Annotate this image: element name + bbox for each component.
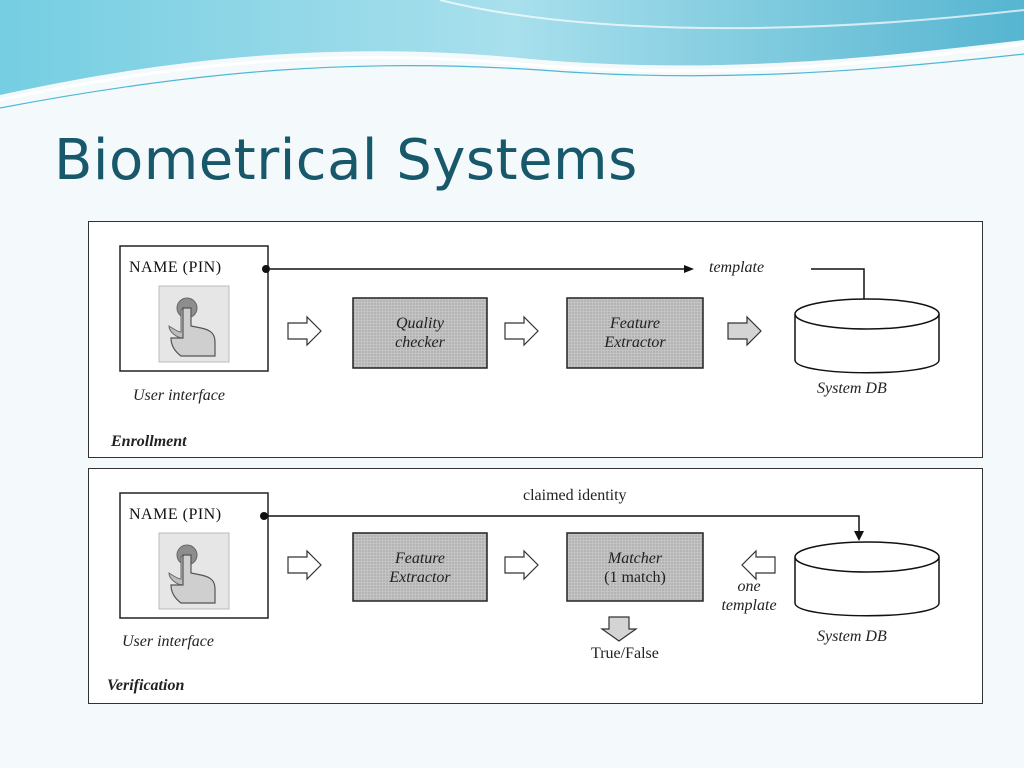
name-pin-label: NAME (PIN) [129,506,222,523]
enrollment-section-label: Enrollment [111,433,187,450]
flow-arrow-3 [727,315,762,347]
system-db-cylinder [794,298,940,374]
enrollment-diagram [119,245,940,374]
fingerprint-touch-icon [158,532,230,610]
feature-extractor-line1: Feature [609,315,661,332]
feature-extractor-line2: Extractor [604,334,666,351]
quality-checker-label: Quality checker [353,314,487,352]
flow-arrow-2 [504,549,539,581]
name-pin-label: NAME (PIN) [129,259,222,276]
flow-arrow-1 [287,315,322,347]
feature-extractor-line1: Feature [394,550,446,567]
feature-extractor-line2: Extractor [389,569,451,586]
fingerprint-touch-icon [158,285,230,363]
system-db-label: System DB [817,380,887,397]
one-template-label: one template [707,577,791,615]
feature-extractor-label: Feature Extractor [567,314,703,352]
matcher-box [566,532,704,602]
slide-title: Biometrical Systems [54,128,638,193]
pin-connector-dot [260,512,268,520]
verification-section-label: Verification [107,677,185,694]
flow-arrow-2 [504,315,539,347]
matcher-label: Matcher (1 match) [567,549,703,587]
user-interface-label: User interface [133,387,225,404]
feature-extractor-box [566,297,704,369]
enrollment-panel: NAME (PIN) Quality checker Feature Extra… [88,221,983,458]
feature-extractor-label: Feature Extractor [353,549,487,587]
one-template-line1: one [737,578,761,595]
header-wave-decoration [0,0,1024,109]
user-interface-label: User interface [122,633,214,650]
flow-arrow-db-to-matcher [741,549,776,581]
claimed-identity-label: claimed identity [523,487,627,504]
quality-checker-box [352,297,488,369]
matcher-line2: (1 match) [604,569,666,586]
result-label: True/False [591,645,659,662]
quality-checker-line2: checker [395,334,445,351]
feature-extractor-box [352,532,488,602]
flow-arrow-1 [287,549,322,581]
template-label: template [709,259,765,276]
pin-connector-dot [262,265,270,273]
system-db-cylinder [794,541,940,617]
verification-panel: NAME (PIN) claimed identity Feature Extr… [88,468,983,704]
system-db-label: System DB [817,628,887,645]
flow-arrow-result [600,616,638,642]
verification-diagram [119,492,940,642]
one-template-line2: template [721,597,777,614]
matcher-line1: Matcher [607,550,663,567]
quality-checker-line1: Quality [396,315,444,332]
